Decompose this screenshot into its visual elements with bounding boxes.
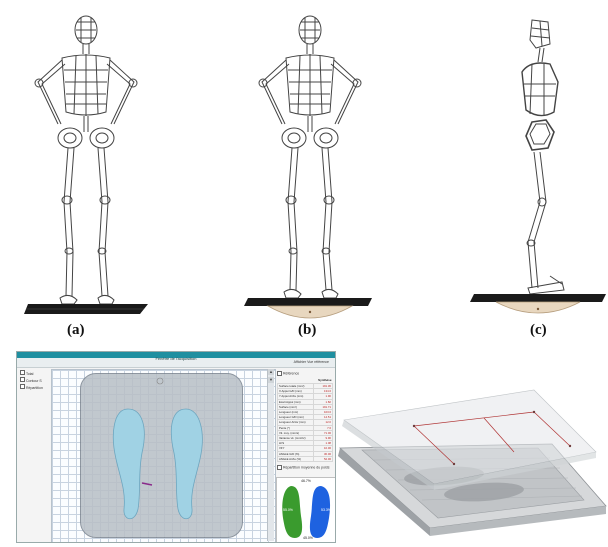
footprints-overlay <box>80 373 241 536</box>
left-foot-icon <box>282 486 302 538</box>
stabilometry-app-window: Fenêtre de l'acquisition Affichier Vue r… <box>16 351 336 543</box>
weight-left-top: 46.7% <box>301 479 311 483</box>
scroll-down-icon[interactable]: ▼ <box>268 377 274 383</box>
figure-force-platform-3d <box>334 360 608 547</box>
vertical-scrollbar[interactable]: ▲ ▼ <box>267 369 274 541</box>
caption-b: (b) <box>298 322 316 339</box>
reference-checkbox[interactable]: Référence <box>277 371 333 376</box>
figure-b-skeleton-balance-board <box>238 12 378 322</box>
caption-a: (a) <box>67 322 85 339</box>
results-panel: Référence Synthèse Surface totale (mm²)1… <box>277 371 333 470</box>
left-menu: Total Contour S Répartition <box>20 370 46 391</box>
mean-weight-checkbox[interactable]: Répartition moyenne du poids <box>277 465 333 470</box>
figure-a-skeleton-front <box>22 12 152 322</box>
plate-marker-icon <box>157 378 163 384</box>
force-platform-3d-icon <box>334 360 608 547</box>
scroll-up-icon[interactable]: ▲ <box>268 369 274 375</box>
table-row: ANGLE Ar/Av (%)52.00 <box>278 456 333 461</box>
right-foot-icon <box>310 486 330 538</box>
window-title: Fenêtre de l'acquisition <box>17 352 335 367</box>
reference-view-link[interactable]: Affichier Vue référence <box>294 358 329 367</box>
skeleton-balance-icon <box>238 12 378 322</box>
metric-value: 52.00 <box>314 456 333 461</box>
skeleton-front-icon <box>22 12 152 322</box>
footprint-right <box>171 409 202 519</box>
skeleton-side-icon <box>470 12 608 322</box>
metric-label: ANGLE Ar/Av (%) <box>278 456 314 461</box>
menu-item-total[interactable]: Total <box>20 370 46 377</box>
menu-item-repartition[interactable]: Répartition <box>20 384 46 391</box>
caption-c: (c) <box>530 322 547 339</box>
sway-trace <box>142 483 152 485</box>
figure-c-skeleton-side <box>470 12 608 322</box>
footprint-left <box>113 409 144 519</box>
weight-right-bottom: 45.0% <box>303 536 313 540</box>
menu-item-contour[interactable]: Contour S <box>20 377 46 384</box>
weight-left-bottom: 55.0% <box>283 508 293 512</box>
weight-distribution-panel: 46.7% 53.3% 55.0% 45.0% <box>276 477 336 543</box>
weight-right-top: 53.3% <box>321 508 331 512</box>
